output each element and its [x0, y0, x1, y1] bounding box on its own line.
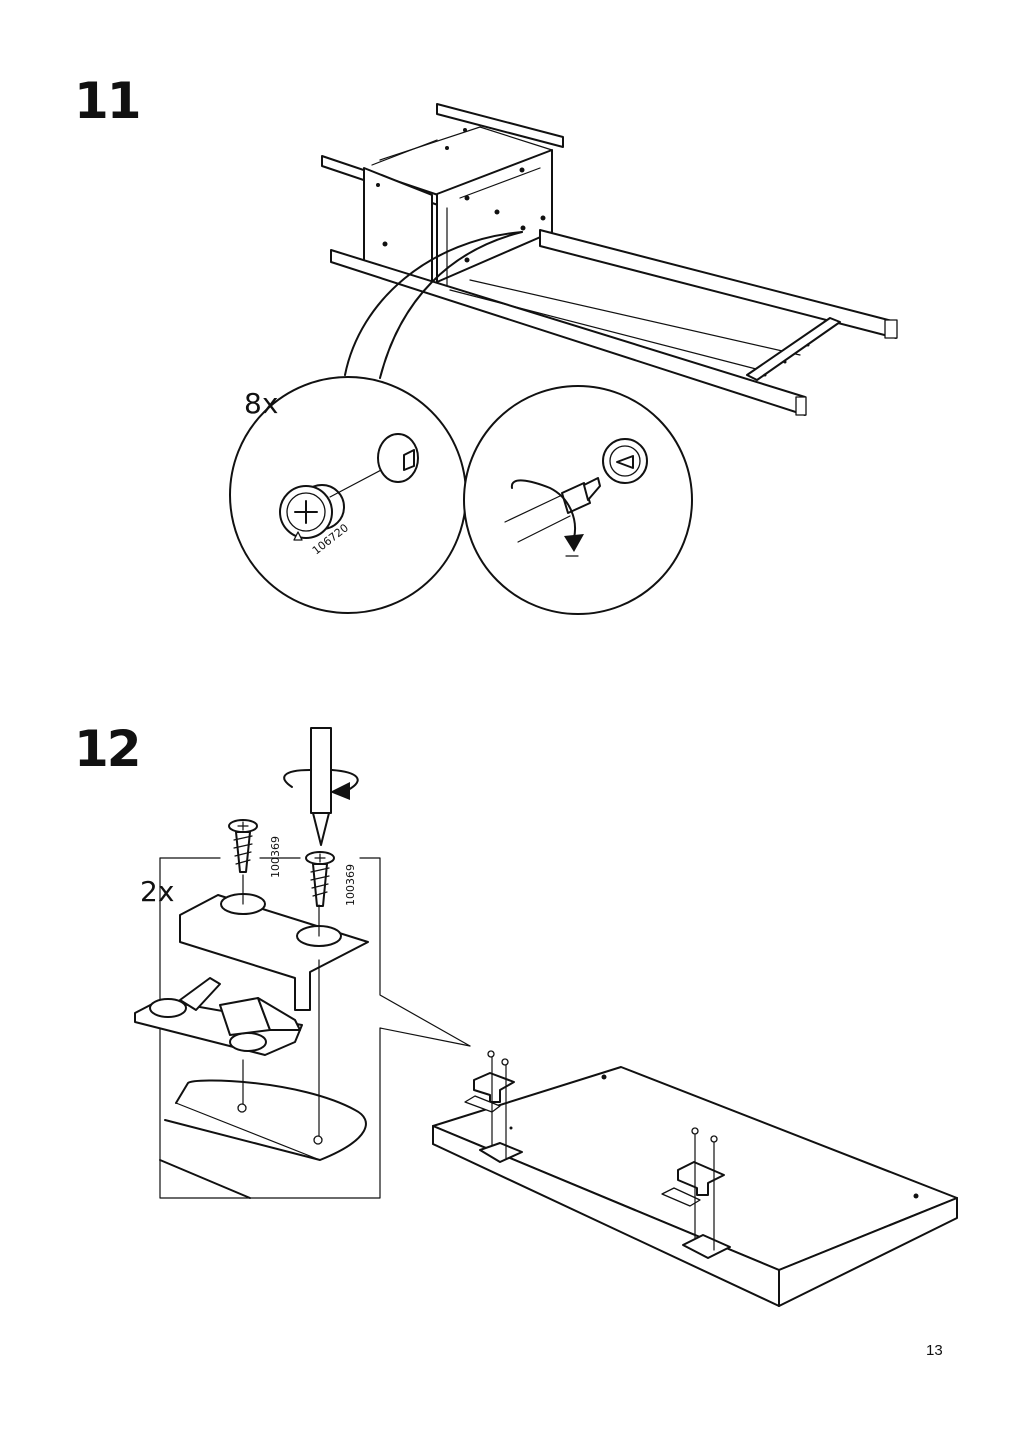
- bench-frame-drawing: [321, 103, 898, 416]
- part-code-100369-left: 100369: [269, 836, 282, 878]
- detail-box-hinge: [134, 857, 471, 1199]
- panel-drawing: [432, 1050, 958, 1307]
- screw-right: [305, 851, 335, 907]
- part-code-100369-right: 100369: [344, 864, 357, 906]
- step-11-illustration: 106720: [229, 103, 898, 615]
- screw-left: [228, 819, 258, 873]
- detail-circle-cam-lock: [229, 376, 467, 614]
- detail-circle-tighten: [463, 385, 693, 615]
- step-12-number: 12: [74, 720, 142, 778]
- page-number: 13: [926, 1342, 943, 1359]
- step-11-number: 11: [74, 72, 142, 130]
- step-11-quantity: 8x: [244, 387, 279, 420]
- step-12-quantity: 2x: [140, 875, 175, 908]
- screwdriver-rotate-icon: [283, 727, 359, 846]
